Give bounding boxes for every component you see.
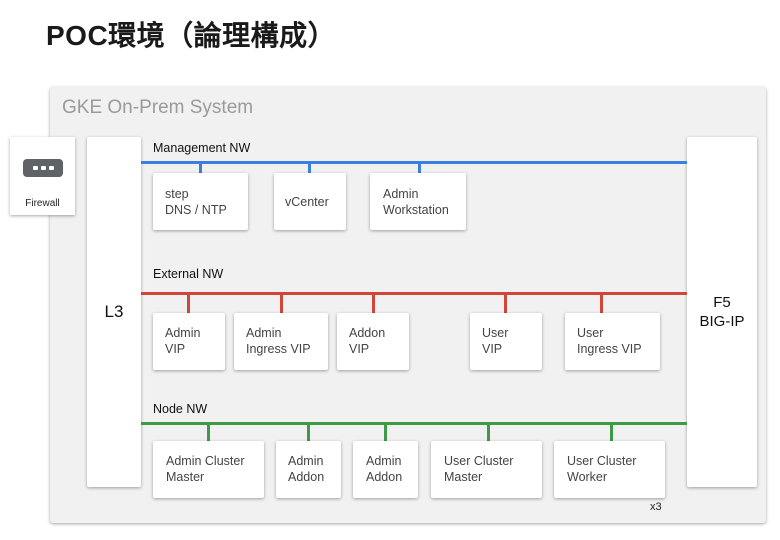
firewall-node: Firewall — [10, 137, 75, 215]
node-box-admin-cluster-master: Admin Cluster Master — [153, 441, 264, 498]
firewall-icon — [23, 159, 63, 177]
host-box-vcenter: vCenter — [274, 173, 346, 230]
firewall-label: Firewall — [25, 198, 60, 209]
system-label: GKE On-Prem System — [62, 97, 254, 118]
vip-label: User VIP — [482, 326, 509, 356]
f5-label: F5 BIG-IP — [699, 294, 745, 330]
page-title: POC環境（論理構成） — [46, 20, 337, 51]
management-nw-label: Management NW — [153, 141, 251, 155]
node-box-admin-addon: Admin Addon — [276, 441, 341, 498]
node-nw-drop — [487, 424, 490, 441]
external-nw-drop — [504, 294, 507, 313]
external-nw-drop — [372, 294, 375, 313]
l3-label: L3 — [104, 302, 124, 321]
f5-node: F5 BIG-IP — [687, 137, 757, 487]
vip-box-user-ingress-vip: User Ingress VIP — [565, 313, 660, 370]
external-nw-label: External NW — [153, 267, 224, 281]
node-nw-drop — [307, 424, 310, 441]
l3-node: L3 — [87, 137, 141, 487]
node-box-admin-addon: Admin Addon — [353, 441, 418, 498]
external-nw-line — [141, 292, 687, 295]
vip-box-addon-vip: Addon VIP — [337, 313, 409, 370]
vip-label: Addon VIP — [349, 326, 386, 356]
host-box-admin-workstation: Admin Workstation — [370, 173, 466, 230]
management-nw-drop — [199, 163, 202, 173]
external-nw-drop — [600, 294, 603, 313]
node-nw-label: Node NW — [153, 402, 208, 416]
vip-label: User Ingress VIP — [577, 326, 642, 356]
host-label: Admin Workstation — [383, 187, 449, 217]
management-nw-line — [141, 161, 687, 164]
node-label: User Cluster Master — [444, 454, 514, 484]
node-box-user-cluster-worker: User Cluster Worker — [554, 441, 665, 498]
node-label: User Cluster Worker — [567, 454, 637, 484]
external-nw-drop — [187, 294, 190, 313]
node-label: Admin Addon — [288, 454, 325, 484]
worker-multiplier: x3 — [650, 501, 662, 513]
node-nw-drop — [207, 424, 210, 441]
node-box-user-cluster-master: User Cluster Master — [431, 441, 542, 498]
vip-box-admin-ingress-vip: Admin Ingress VIP — [234, 313, 328, 370]
vip-box-admin-vip: Admin VIP — [153, 313, 225, 370]
node-label: Admin Cluster Master — [166, 454, 245, 484]
node-label: Admin Addon — [366, 454, 403, 484]
external-nw-drop — [280, 294, 283, 313]
host-label: vCenter — [285, 195, 329, 209]
vip-label: Admin VIP — [165, 326, 201, 356]
host-label: step DNS / NTP — [165, 187, 227, 217]
vip-box-user-vip: User VIP — [470, 313, 542, 370]
node-nw-line — [141, 422, 687, 425]
host-box-step-dns-ntp: step DNS / NTP — [153, 173, 248, 230]
management-nw-drop — [308, 163, 311, 173]
management-nw-drop — [418, 163, 421, 173]
vip-label: Admin Ingress VIP — [246, 326, 311, 356]
node-nw-drop — [610, 424, 613, 441]
node-nw-drop — [384, 424, 387, 441]
